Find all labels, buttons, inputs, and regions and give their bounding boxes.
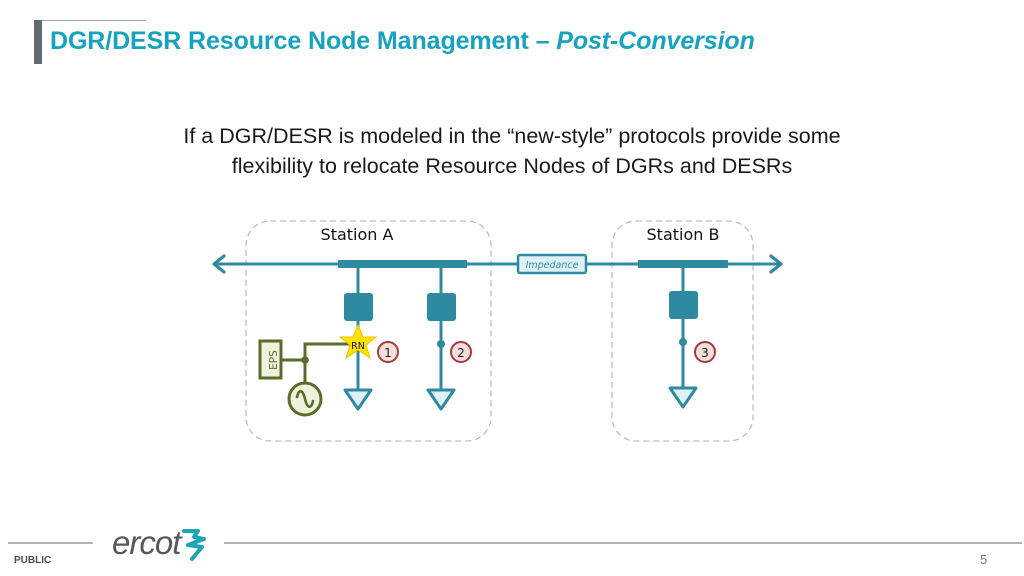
station-a-box <box>245 220 492 442</box>
ac-generator-icon <box>287 381 323 417</box>
station-a-label: Station A <box>321 225 394 244</box>
eps-box <box>258 339 283 380</box>
footer-divider-right <box>224 542 1022 544</box>
impedance-box <box>516 253 588 275</box>
ercot-logo-icon <box>182 529 206 561</box>
node-dot <box>437 340 445 348</box>
breaker-square-icon <box>427 293 456 321</box>
station-b-busbar <box>638 260 728 268</box>
load-triangle-icon <box>426 388 456 411</box>
body-line-2: flexibility to relocate Resource Nodes o… <box>231 154 793 178</box>
footer-divider-left <box>8 542 93 544</box>
marker-1-label: 1 <box>384 346 392 360</box>
load-triangle-icon <box>343 388 373 411</box>
node-dot <box>679 338 687 346</box>
eps-connection <box>303 342 354 358</box>
classification-label: PUBLIC <box>14 555 52 566</box>
marker-3-label: 3 <box>701 346 709 360</box>
eps-node-dot <box>301 356 309 364</box>
impedance-label: Impedance <box>526 260 579 271</box>
station-a-busbar <box>338 260 467 268</box>
page-number: 5 <box>980 552 988 567</box>
resource-node-star-icon <box>338 323 378 360</box>
arrow-left-icon <box>212 254 226 274</box>
page-title: DGR/DESR Resource Node Management – Post… <box>50 27 755 56</box>
body-line-1: If a DGR/DESR is modeled in the “new-sty… <box>183 124 841 148</box>
breaker-square-icon <box>344 293 373 321</box>
title-accent-bar <box>34 20 42 64</box>
breaker-square-icon <box>669 291 698 319</box>
marker-2-label: 2 <box>457 346 465 360</box>
marker-1: 1 <box>377 341 399 363</box>
marker-3: 3 <box>694 341 716 363</box>
rn-label: RN <box>351 341 365 352</box>
load-triangle-icon <box>668 386 698 409</box>
ercot-logo-text: ercot <box>112 524 181 561</box>
marker-2: 2 <box>450 341 472 363</box>
title-accent-line <box>34 20 146 21</box>
eps-label: EPS <box>268 350 280 370</box>
arrow-right-icon <box>769 254 783 274</box>
title-main: DGR/DESR Resource Node Management – <box>50 27 557 55</box>
title-italic: Post-Conversion <box>556 27 755 55</box>
body-text: If a DGR/DESR is modeled in the “new-sty… <box>0 121 1024 181</box>
station-b-label: Station B <box>647 225 720 244</box>
